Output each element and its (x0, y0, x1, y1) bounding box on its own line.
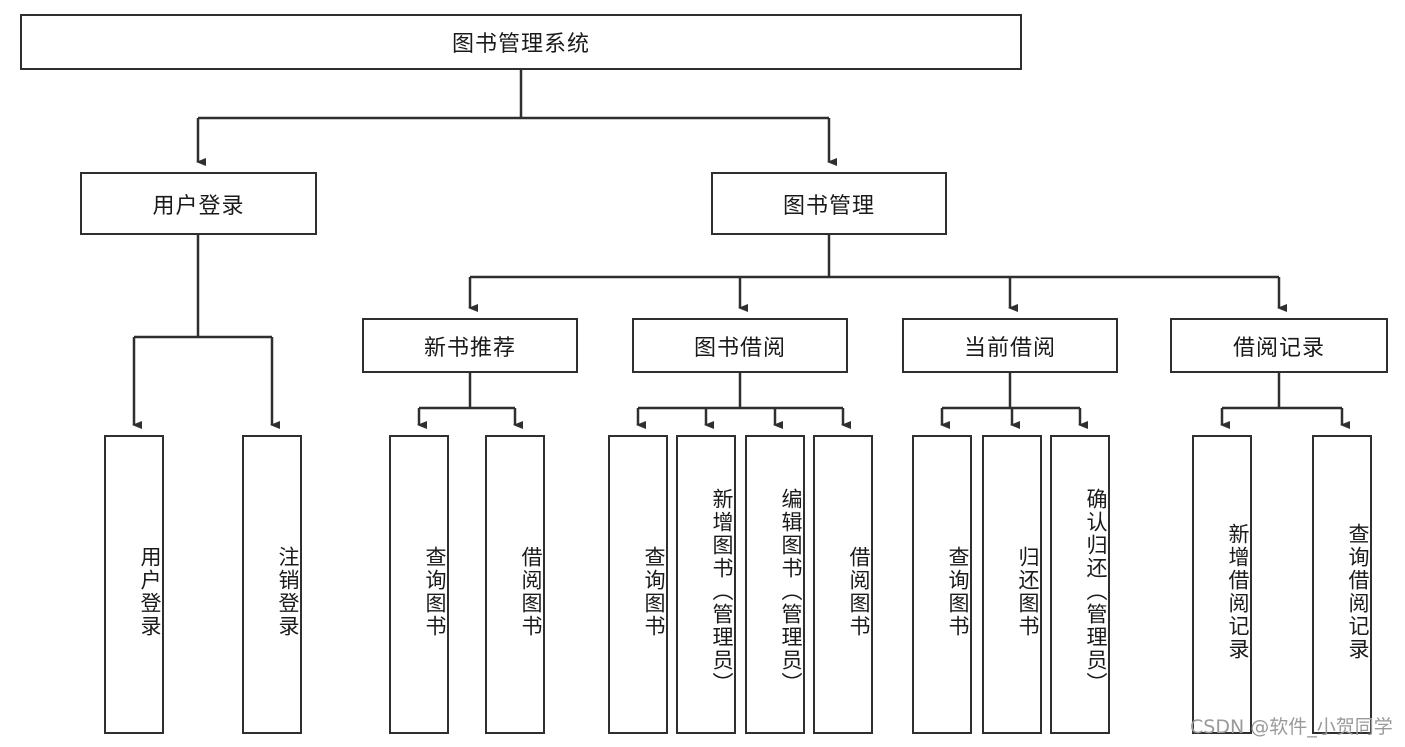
watermark-text: CSDN @软件_小贺同学 (1190, 716, 1393, 738)
leaf-query-book-current[interactable]: 查询图书 (912, 435, 972, 734)
leaf-add-borrow-record[interactable]: 新增借阅记录 (1192, 435, 1252, 734)
leaf-user-logout[interactable]: 注销登录 (242, 435, 302, 734)
node-user-login[interactable]: 用户登录 (80, 172, 317, 235)
leaf-add-borrow-record-label: 新增借阅记录 (1226, 522, 1250, 661)
node-book-manage[interactable]: 图书管理 (711, 172, 947, 235)
leaf-query-book-recommend-label: 查询图书 (423, 545, 447, 638)
node-root[interactable]: 图书管理系统 (20, 14, 1022, 70)
leaf-query-book-borrow[interactable]: 查询图书 (608, 435, 668, 734)
leaf-query-book-recommend[interactable]: 查询图书 (389, 435, 449, 734)
node-current-borrow-label: 当前借阅 (963, 335, 1056, 361)
leaf-user-login-label: 用户登录 (138, 545, 162, 638)
node-book-manage-label: 图书管理 (782, 193, 875, 219)
leaf-add-book-admin-label: 新增图书（管理员） (710, 488, 734, 695)
leaf-borrow-book[interactable]: 借阅图书 (813, 435, 873, 734)
leaf-user-login[interactable]: 用户登录 (104, 435, 164, 734)
leaf-return-book[interactable]: 归还图书 (982, 435, 1042, 734)
node-root-label: 图书管理系统 (451, 32, 590, 57)
leaf-add-book-admin[interactable]: 新增图书（管理员） (676, 435, 736, 734)
leaf-borrow-book-recommend[interactable]: 借阅图书 (485, 435, 545, 734)
leaf-edit-book-admin-label: 编辑图书（管理员） (779, 488, 803, 695)
leaf-borrow-book-label: 借阅图书 (847, 545, 871, 638)
node-book-borrow-label: 图书借阅 (693, 335, 786, 361)
leaf-query-borrow-record-label: 查询借阅记录 (1346, 522, 1370, 661)
leaf-query-book-borrow-label: 查询图书 (642, 545, 666, 638)
node-borrow-record-label: 借阅记录 (1232, 335, 1325, 361)
leaf-edit-book-admin[interactable]: 编辑图书（管理员） (745, 435, 805, 734)
leaf-user-logout-label: 注销登录 (276, 545, 300, 638)
node-new-book-recommend[interactable]: 新书推荐 (362, 318, 578, 373)
node-borrow-record[interactable]: 借阅记录 (1170, 318, 1388, 373)
leaf-query-borrow-record[interactable]: 查询借阅记录 (1312, 435, 1372, 734)
leaf-confirm-return-admin-label: 确认归还（管理员） (1084, 488, 1108, 695)
leaf-return-book-label: 归还图书 (1016, 545, 1040, 638)
node-user-login-label: 用户登录 (152, 193, 245, 219)
node-current-borrow[interactable]: 当前借阅 (902, 318, 1118, 373)
leaf-borrow-book-recommend-label: 借阅图书 (519, 545, 543, 638)
node-new-book-recommend-label: 新书推荐 (423, 335, 516, 361)
leaf-query-book-current-label: 查询图书 (946, 545, 970, 638)
node-book-borrow[interactable]: 图书借阅 (632, 318, 848, 373)
leaf-confirm-return-admin[interactable]: 确认归还（管理员） (1050, 435, 1110, 734)
